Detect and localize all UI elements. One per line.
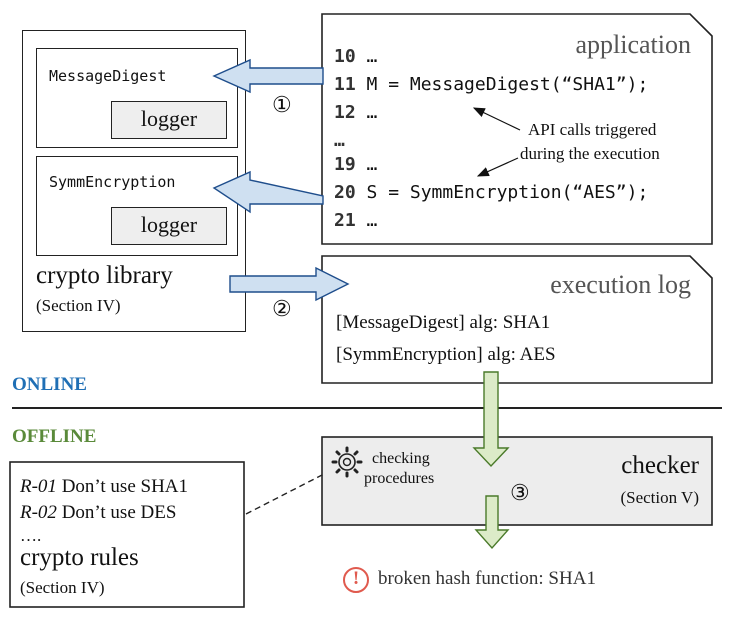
annotation-arrow-down [476,157,519,177]
line-code: … [355,154,378,175]
crypto-rules-title: crypto rules [20,544,139,571]
log-to-checker-arrow [472,371,510,468]
line-number: 20 [334,182,356,203]
code-listing: 10 …11 M = MessageDigest(“SHA1”);12 ……19… [322,46,712,242]
checker-box [321,436,713,526]
symm-encryption-component: SymmEncryption logger [36,156,238,256]
application-title: application [575,30,691,59]
code-line: 10 … [334,46,377,67]
message-digest-label: MessageDigest [49,67,167,85]
code-line: 21 … [334,210,377,231]
line-code: M = MessageDigest(“SHA1”); [355,74,649,95]
api-call-arrow-1 [212,58,324,94]
gear-icon [331,446,363,478]
line-code: … [355,102,378,123]
line-code: … [355,210,378,231]
symm-encryption-logger: logger [111,207,227,245]
rule-2-text: Don’t use DES [56,502,177,523]
line-number: 21 [334,210,356,231]
message-digest-component: MessageDigest logger [36,48,238,148]
rules-ellipsis: …. [20,526,42,545]
alert-icon-glyph: ! [352,568,360,589]
step-3-marker: ③ [510,480,530,505]
execution-log-title: execution log [550,270,691,299]
rule-2: R-02 Don’t use DES [20,502,176,524]
rule-2-id: R-02 [20,502,57,523]
line-number: 11 [334,74,356,95]
checking-procedures-line-1: checking [372,450,430,467]
code-line: 12 … [334,102,377,123]
crypto-library-section: (Section IV) [36,296,121,315]
code-line: 20 S = SymmEncryption(“AES”); [334,182,648,203]
rule-1-text: Don’t use SHA1 [56,476,189,497]
result-text: broken hash function: SHA1 [378,568,596,589]
crypto-rules-box [9,461,245,608]
line-code: … [355,46,378,67]
line-number: 19 [334,154,356,175]
rule-1: R-01 Don’t use SHA1 [20,476,188,498]
rules-dashed-connector [245,473,325,515]
offline-label: OFFLINE [12,426,97,447]
log-arrow [229,266,350,302]
line-number: 12 [334,102,356,123]
symm-encryption-label: SymmEncryption [49,173,176,191]
checker-to-result-arrow [474,495,510,550]
crypto-library-title: crypto library [36,262,173,289]
annotation-line-2: during the execution [520,144,660,163]
alert-icon [343,567,369,593]
step-2-marker: ② [272,296,292,321]
execution-log-box [321,255,713,384]
annotation-line-1: API calls triggered [528,120,657,139]
message-digest-logger: logger [111,101,227,139]
line-code: S = SymmEncryption(“AES”); [355,182,649,203]
annotation-arrow-up [472,107,521,131]
step-1-marker: ① [272,92,292,117]
rule-1-id: R-01 [20,476,57,497]
checker-section: (Section V) [620,488,699,507]
crypto-rules-section: (Section IV) [20,578,105,597]
code-line: 19 … [334,154,377,175]
code-line: … [334,130,345,151]
code-line: 11 M = MessageDigest(“SHA1”); [334,74,648,95]
api-call-arrow-2 [212,170,324,214]
execution-log-entry-2: [SymmEncryption] alg: AES [336,344,556,365]
execution-log-entry-1: [MessageDigest] alg: SHA1 [336,312,551,333]
line-number: 10 [334,46,356,67]
online-label: ONLINE [12,374,87,395]
line-number: … [334,130,345,151]
checker-title: checker [621,452,699,479]
checking-procedures-line-2: procedures [364,470,435,487]
